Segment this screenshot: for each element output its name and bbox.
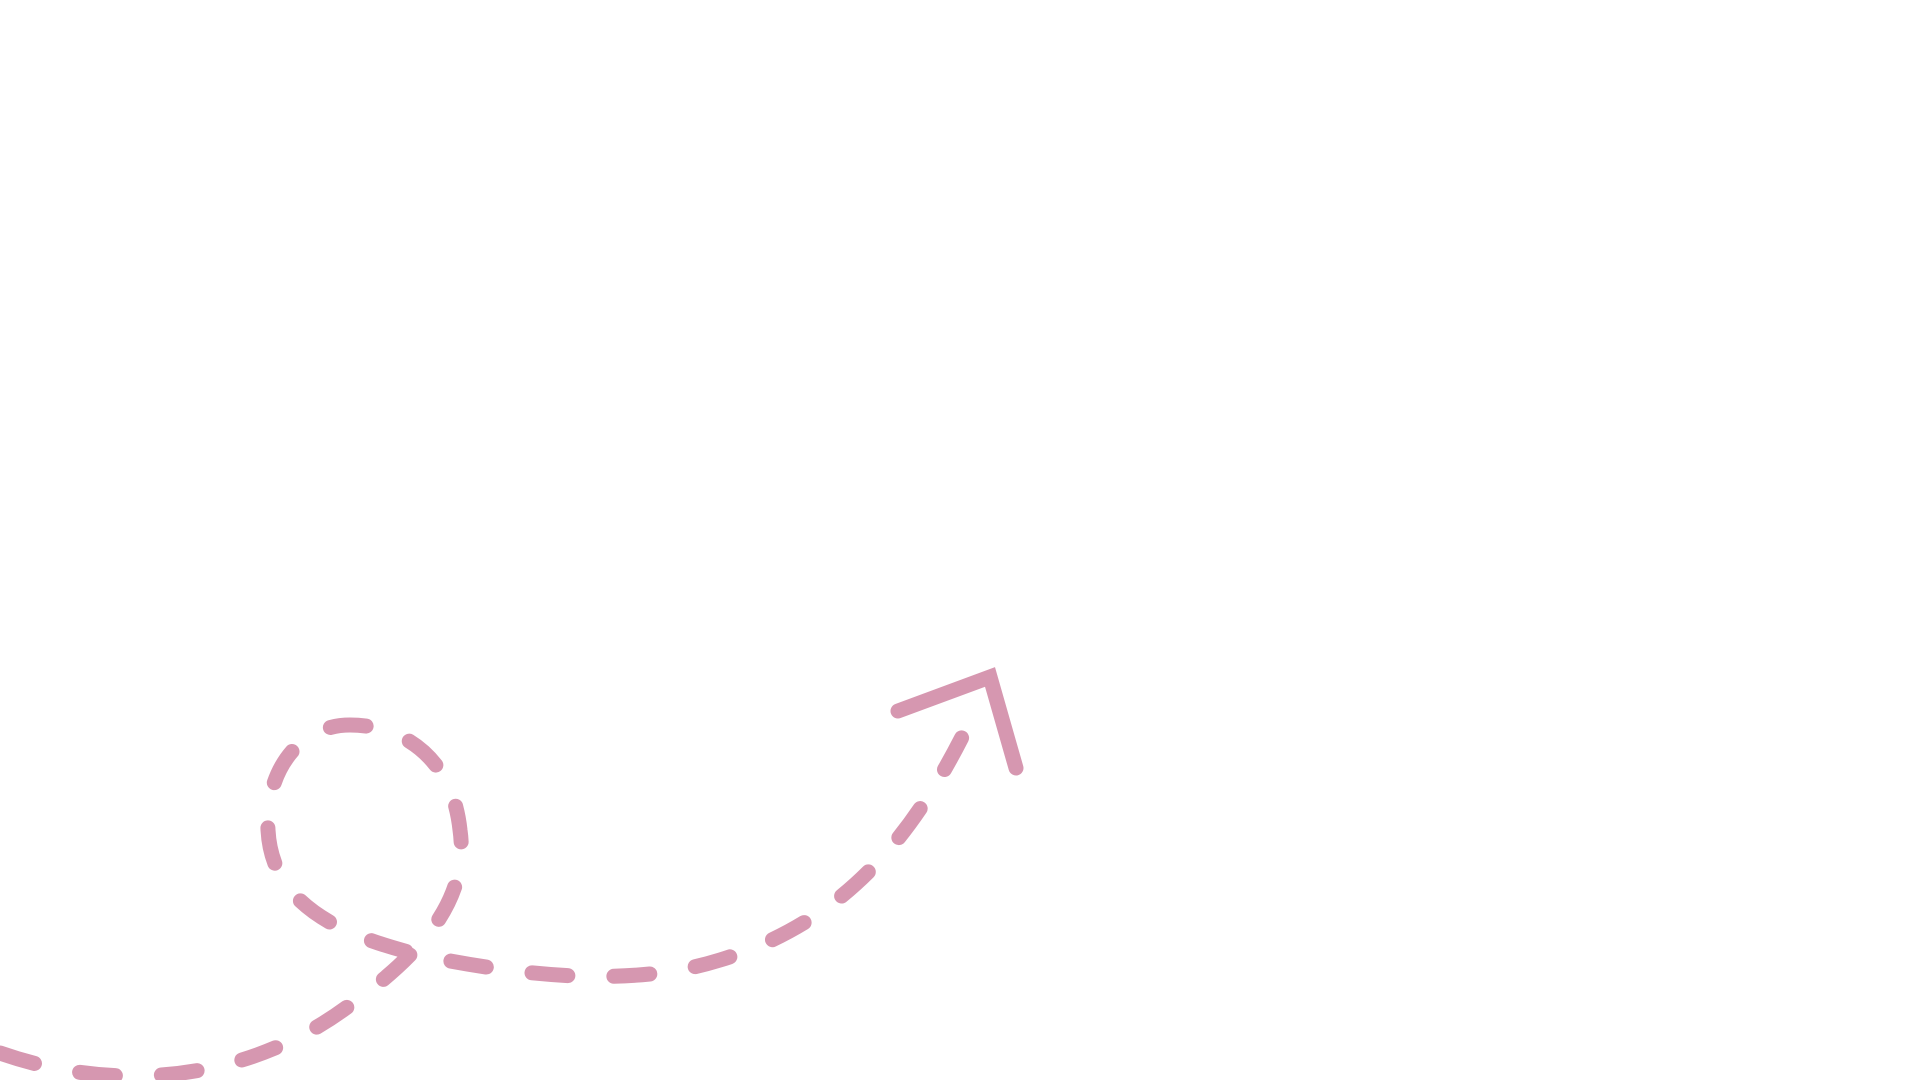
dashed-loop-path xyxy=(0,692,988,1080)
arrow-head xyxy=(890,667,1024,776)
